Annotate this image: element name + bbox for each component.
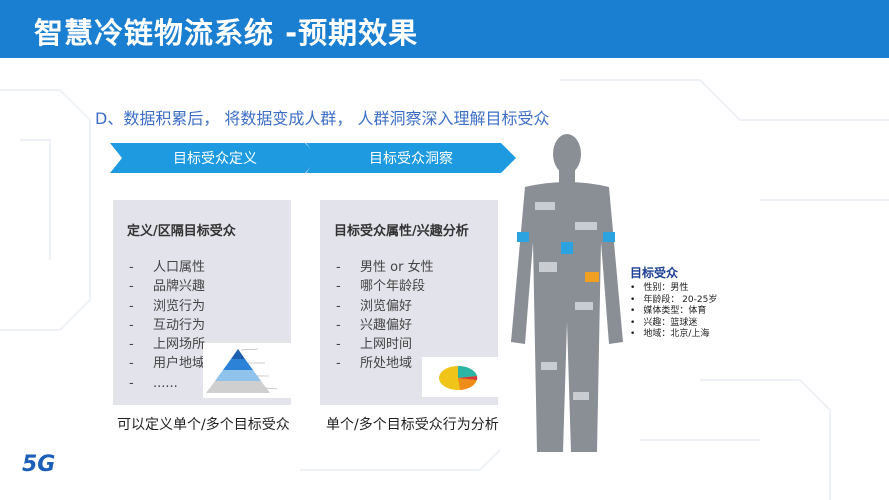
panel-caption: 可以定义单个/多个目标受众	[117, 417, 290, 433]
list-item: -兴趣偏好	[336, 317, 413, 333]
profile-item: 媒体类型：体育	[630, 306, 717, 318]
list-item: -品牌兴趣	[129, 279, 206, 295]
target-profile: 目标受众 性别：男性 年龄段： 20-25岁 媒体类型：体育 兴趣：篮球迷 地域…	[630, 264, 717, 341]
step-insight: 目标受众洞察	[306, 143, 516, 173]
list-item: -浏览偏好	[336, 298, 413, 314]
profile-title: 目标受众	[630, 266, 679, 280]
person-silhouette-image	[511, 134, 623, 452]
list-item: -浏览行为	[129, 298, 206, 314]
list-item: -互动行为	[129, 317, 206, 333]
list-item: -上网时间	[336, 337, 413, 353]
list-item: -人口属性	[129, 260, 206, 275]
list-item: -所处地域	[336, 356, 413, 372]
profile-item: 地域：北京/上海	[630, 329, 717, 341]
profile-item: 年龄段： 20-25岁	[630, 295, 717, 307]
panel-insight: 目标受众属性/兴趣分析 -男性 or 女性 -哪个年龄段 -浏览偏好 -兴趣偏好…	[320, 200, 498, 405]
step-define: 目标受众定义	[110, 143, 320, 173]
step-label: 目标受众定义	[173, 151, 257, 167]
profile-item: 兴趣：篮球迷	[630, 318, 717, 330]
panel-title: 定义/区隔目标受众	[127, 224, 236, 239]
panel-title: 目标受众属性/兴趣分析	[334, 224, 469, 239]
title-bar: 智慧冷链物流系统 -预期效果	[0, 0, 889, 58]
list-item: -上网场所	[129, 337, 206, 353]
step-label: 目标受众洞察	[369, 151, 453, 167]
pie-chart-image	[422, 357, 498, 397]
pyramid-chart-image	[203, 343, 291, 398]
panel-define: 定义/区隔目标受众 -人口属性 -品牌兴趣 -浏览行为 -互动行为 -上网场所 …	[113, 200, 291, 405]
5g-logo: 5G	[22, 452, 56, 477]
list-item: -......	[129, 375, 178, 391]
list-item: -男性 or 女性	[336, 260, 434, 275]
page-title: 智慧冷链物流系统 -预期效果	[34, 16, 419, 50]
profile-item: 性别：男性	[630, 283, 717, 295]
list-item: -用户地域	[129, 356, 206, 372]
subtitle: D、数据积累后， 将数据变成人群， 人群洞察深入理解目标受众	[95, 109, 550, 128]
panel-caption: 单个/多个目标受众行为分析	[326, 417, 499, 433]
list-item: -哪个年龄段	[336, 279, 426, 295]
